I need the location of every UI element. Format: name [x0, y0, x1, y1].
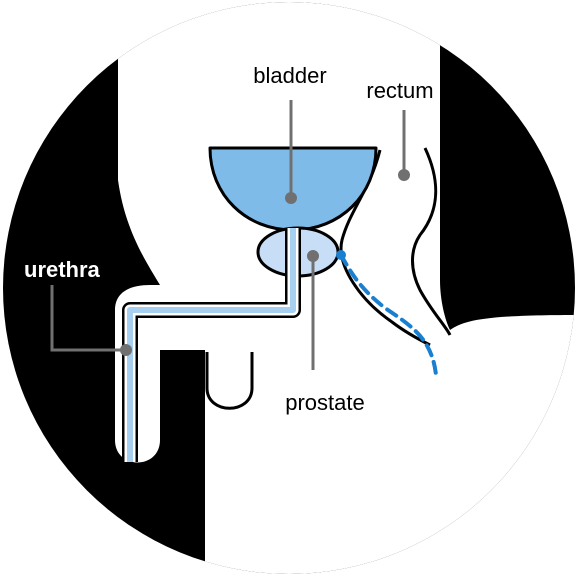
rectum-leader-dot — [398, 169, 410, 181]
rectum-label: rectum — [366, 78, 433, 103]
urethra-leader-dot — [120, 344, 132, 356]
prostate-label: prostate — [285, 390, 365, 415]
exam-note-line-3: feels — [417, 445, 467, 470]
exam-note-line-1: the doctor — [417, 379, 525, 404]
finger-path-dot — [336, 250, 346, 260]
prostate-leader-dot — [307, 250, 319, 262]
urethra-label: urethra — [24, 257, 101, 282]
exam-note-line-4: here — [417, 478, 463, 503]
bladder-leader-dot — [285, 192, 297, 204]
exam-note-line-2: or nurse — [417, 412, 505, 437]
bladder-label: bladder — [253, 63, 326, 88]
